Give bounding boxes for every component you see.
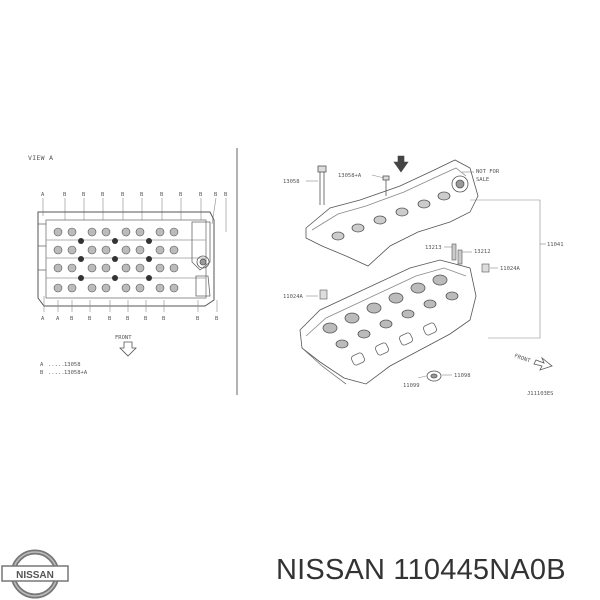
stud-13212 <box>457 249 463 265</box>
legend-dots: ..... <box>48 362 65 368</box>
bottom-letter: A <box>56 316 60 322</box>
bottom-letter: B <box>88 316 92 322</box>
bottom-letter: B <box>126 316 130 322</box>
cylinder-head-body <box>299 259 477 385</box>
bottom-leader-lines <box>43 296 218 312</box>
label-11099: 11099 <box>403 383 420 389</box>
logo-text: NISSAN <box>16 570 54 581</box>
top-leader-lines <box>42 197 227 232</box>
bottom-letter: B <box>70 316 74 322</box>
legend-key-b: B <box>40 370 44 376</box>
top-letter: B <box>82 192 86 198</box>
label-11041: 11041 <box>547 242 564 248</box>
top-letter: B <box>101 192 105 198</box>
front-label-left: FRONT <box>115 335 132 341</box>
bottom-letter: B <box>108 316 112 322</box>
left-bottom-letters: A A B B B B B B B B <box>41 316 219 322</box>
parts-diagram: VIEW A A B B B B B B B B B B <box>28 148 564 397</box>
top-letter: B <box>121 192 125 198</box>
top-letter: B <box>160 192 164 198</box>
bottom-letter: B <box>215 316 219 322</box>
bottom-letter: A <box>41 316 45 322</box>
bolt-13058 <box>317 165 327 205</box>
legend: A ..... 13058 B ..... 13058+A <box>40 362 88 376</box>
label-11041-leader <box>470 199 546 339</box>
label-13212: 13212 <box>474 249 491 255</box>
legend-value-a: 13058 <box>64 362 81 368</box>
top-letter: B <box>179 192 183 198</box>
label-11024a-left: 11024A <box>283 294 304 300</box>
legend-dots: ..... <box>48 370 65 376</box>
cylinder-head-top-view <box>37 211 215 307</box>
plug-11024a-left <box>319 289 328 300</box>
front-arrow-right-icon <box>533 356 553 371</box>
bottom-letter: B <box>144 316 148 322</box>
top-letter: B <box>214 192 218 198</box>
label-not-for: NOT FOR <box>476 169 500 175</box>
label-13058a: 13058+A <box>338 173 362 179</box>
bottom-letter: B <box>196 316 200 322</box>
front-label-right: FRONT <box>513 353 531 365</box>
legend-key-a: A <box>40 362 44 368</box>
part-number-caption: NISSAN 110445NA0B <box>276 554 566 586</box>
top-letter: A <box>41 192 45 198</box>
label-11024a-right: 11024A <box>500 266 521 272</box>
label-sale: SALE <box>476 177 489 183</box>
down-arrow-icon <box>393 155 409 173</box>
top-letter: B <box>140 192 144 198</box>
nissan-logo: NISSAN <box>1 549 69 599</box>
top-letter: B <box>63 192 67 198</box>
seal-11098 <box>426 370 442 382</box>
top-letter: B <box>224 192 228 198</box>
label-13058: 13058 <box>283 179 300 185</box>
camshaft-bracket <box>305 159 479 267</box>
view-a-label: VIEW A <box>28 154 53 162</box>
bottom-letter: B <box>162 316 166 322</box>
front-arrow-down-icon <box>119 341 137 357</box>
diagram-code: J11103ES <box>527 391 554 397</box>
top-letter: B <box>199 192 203 198</box>
left-top-letters: A B B B B B B B B B B <box>41 192 228 198</box>
plug-11024a-right <box>481 263 490 273</box>
legend-value-b: 13058+A <box>64 370 88 376</box>
bolt-13058a <box>382 175 390 196</box>
label-11098: 11098 <box>454 373 471 379</box>
label-13213: 13213 <box>425 245 442 251</box>
stud-13213 <box>451 243 457 261</box>
